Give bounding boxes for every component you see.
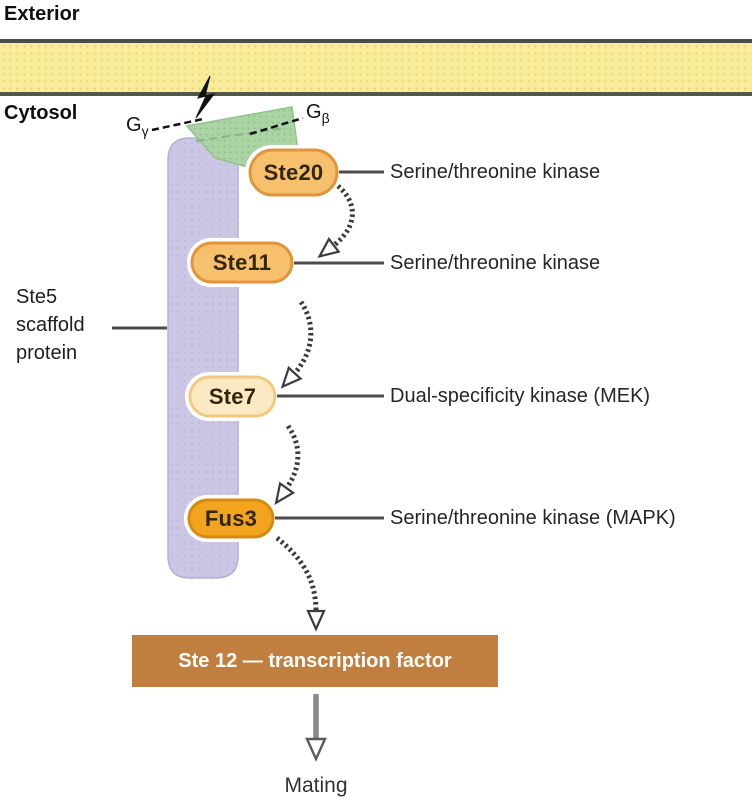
arrow-ste11-to-ste7 <box>280 300 314 389</box>
g-gamma-base: G <box>126 114 142 136</box>
plasma-membrane <box>0 39 752 96</box>
kinase-oval-fus3 <box>187 498 275 539</box>
g-protein-divider <box>195 127 285 142</box>
g-gamma-leader <box>151 117 204 132</box>
cytosol-label: Cytosol <box>4 102 78 124</box>
arrow-ste20-to-ste11 <box>317 184 355 259</box>
ste11-node-label: Ste11 <box>212 249 272 275</box>
fus3-node-label: Fus3 <box>204 505 258 531</box>
ste20-annotation: Serine/threonine kinase <box>390 160 601 183</box>
ste7-node-label: Ste7 <box>208 383 257 409</box>
arrow-ste7-to-fus3 <box>274 424 301 506</box>
scaffold-protein-label: Ste5 scaffold protein <box>16 286 85 364</box>
kinase-oval-ste11 <box>190 241 294 284</box>
g-beta-leader <box>249 116 304 136</box>
kinase-oval-ste7 <box>188 375 277 418</box>
g-beta-base: G <box>306 101 322 123</box>
ste11-annotation: Serine/threonine kinase <box>390 251 601 274</box>
lipid-anchor-icon <box>195 75 216 119</box>
g-gamma-label: Gγ <box>126 114 149 139</box>
g-beta-label: Gβ <box>306 101 330 126</box>
ste20-node-label: Ste20 <box>263 159 324 185</box>
ste12-transcription-factor-box: Ste 12 — transcription factor <box>132 635 498 687</box>
g-beta-subscript: β <box>321 110 330 126</box>
ste7-annotation: Dual-specificity kinase (MEK) <box>390 384 651 407</box>
arrow-fus3-to-ste12 <box>275 536 326 632</box>
mating-outcome-label: Mating <box>284 774 348 797</box>
exterior-label: Exterior <box>4 3 80 25</box>
fus3-annotation: Serine/threonine kinase (MAPK) <box>390 506 676 529</box>
kinase-oval-ste20 <box>248 148 339 197</box>
g-gamma-subscript: γ <box>141 123 149 139</box>
